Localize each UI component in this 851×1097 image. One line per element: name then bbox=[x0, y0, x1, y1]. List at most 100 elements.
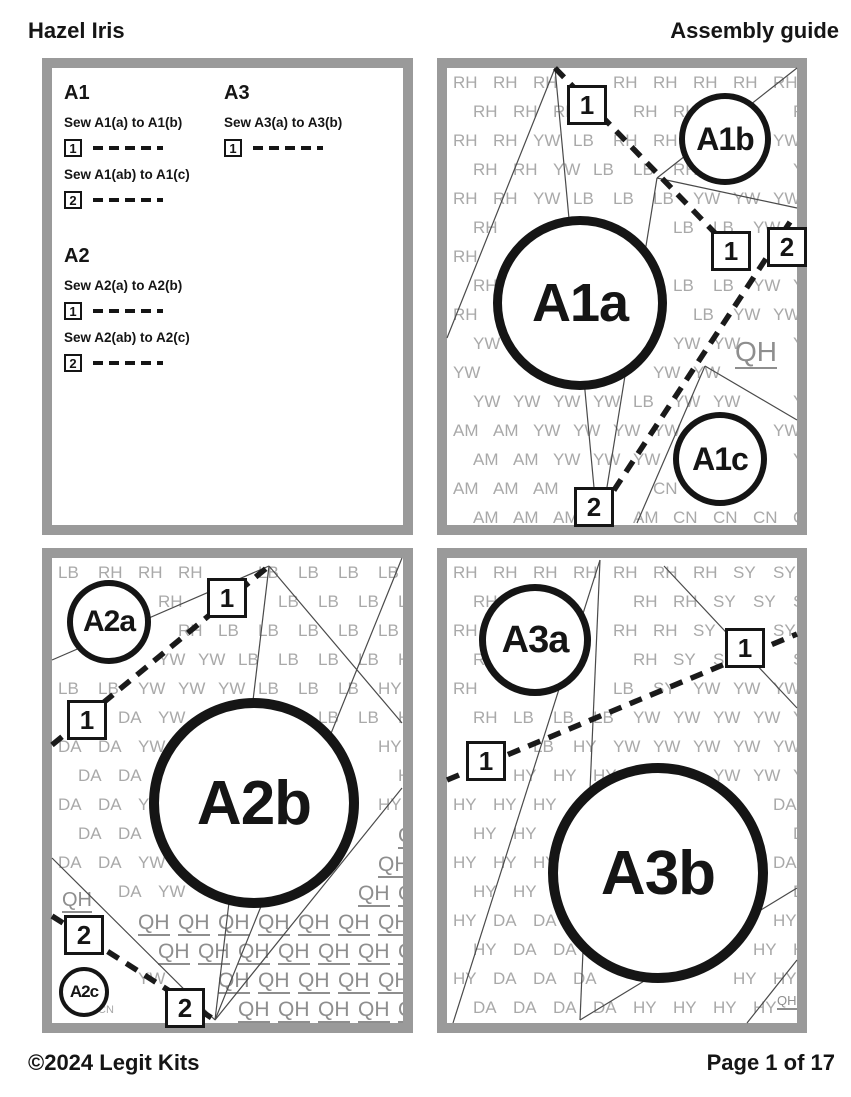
fabric-code: HY bbox=[793, 941, 797, 958]
fabric-code: QH bbox=[298, 911, 330, 936]
fabric-code: YW bbox=[773, 131, 797, 150]
fabric-code: SY bbox=[673, 650, 696, 669]
piece-label-A1b: A1b bbox=[679, 93, 771, 185]
fabric-code: LB bbox=[378, 563, 399, 582]
fabric-code: HY bbox=[493, 795, 517, 814]
fabric-code: LB bbox=[713, 276, 734, 295]
fabric-code: LB bbox=[573, 189, 594, 208]
fabric-code: HY bbox=[453, 795, 477, 814]
step-text: Sew A3(a) to A3(b) bbox=[224, 115, 343, 130]
fabric-code: HY bbox=[553, 766, 577, 785]
fabric-code: QH bbox=[178, 911, 210, 936]
fabric-code: RH bbox=[613, 73, 638, 92]
fabric-code: RH bbox=[513, 102, 538, 121]
fabric-code-qh: QH bbox=[62, 889, 92, 913]
fabric-code: RH bbox=[633, 102, 658, 121]
fabric-code: QH bbox=[358, 882, 390, 907]
fabric-code: YW bbox=[773, 679, 797, 698]
fabric-code: SY bbox=[713, 592, 736, 611]
step-seam-row: 1 bbox=[64, 139, 190, 157]
fabric-code: LB bbox=[318, 650, 339, 669]
fabric-code: AM bbox=[633, 508, 659, 525]
fabric-code: YW bbox=[473, 334, 501, 353]
fabric-code: QH bbox=[278, 940, 310, 965]
fabric-code: SY bbox=[793, 651, 797, 668]
fabric-code: SY bbox=[773, 621, 796, 640]
fabric-code: DA bbox=[593, 998, 617, 1017]
patch-boundary-line bbox=[704, 365, 798, 421]
fabric-code: QH bbox=[138, 911, 170, 936]
fabric-code: YW bbox=[633, 708, 661, 727]
fabric-code: RH bbox=[513, 160, 538, 179]
fabric-code: CN bbox=[793, 509, 797, 525]
fabric-code: AM bbox=[493, 479, 519, 498]
fabric-code: DA bbox=[553, 940, 577, 959]
fabric-code: RH bbox=[138, 563, 163, 582]
fabric-code: RH bbox=[493, 73, 518, 92]
fabric-code: YW bbox=[613, 737, 641, 756]
fabric-code: RH bbox=[98, 563, 123, 582]
fabric-code: YW bbox=[553, 450, 581, 469]
fabric-code: QH bbox=[398, 999, 403, 1023]
section-heading-A3: A3 bbox=[224, 82, 250, 104]
panel-a3-content: RHRHRHRHRHRHRHSYSYRHRHRHSYSYSYRHRHRHSYSY… bbox=[445, 558, 799, 1024]
fabric-code: QH bbox=[318, 998, 350, 1023]
fabric-code: YW bbox=[793, 161, 797, 178]
fabric-code: RH bbox=[493, 563, 518, 582]
fabric-code: AM bbox=[493, 421, 519, 440]
fabric-code: RH bbox=[453, 73, 478, 92]
fabric-code: YW bbox=[793, 709, 797, 726]
fabric-code: QH bbox=[278, 998, 310, 1023]
fabric-code: RH bbox=[773, 73, 797, 92]
step-seam-row: 1 bbox=[224, 139, 342, 157]
fabric-code: HY bbox=[573, 737, 597, 756]
fabric-code: YW bbox=[158, 882, 186, 901]
fabric-code: LB bbox=[513, 708, 534, 727]
panel-a2-content: LBRHRHRHLBLBLBLBRHLBLBLBLBRHLBLBLBLBLBYW… bbox=[50, 557, 403, 1028]
fabric-code: LB bbox=[298, 563, 319, 582]
fabric-code: LB bbox=[553, 708, 574, 727]
fabric-code: QH bbox=[238, 940, 270, 965]
patch-boundary-line bbox=[636, 365, 706, 524]
fabric-code: YW bbox=[733, 737, 761, 756]
fabric-code: AM bbox=[473, 450, 499, 469]
fabric-code: LB bbox=[693, 305, 714, 324]
fabric-code: RH bbox=[473, 276, 498, 295]
fabric-code: AM bbox=[453, 479, 479, 498]
fabric-code: HY bbox=[453, 911, 477, 930]
fabric-code: YW bbox=[138, 679, 166, 698]
fabric-code: LB bbox=[673, 218, 694, 237]
fabric-code: LB bbox=[593, 708, 614, 727]
fabric-code: DA bbox=[98, 737, 122, 756]
fabric-code: LB bbox=[258, 679, 279, 698]
seam-number-square: 1 bbox=[567, 85, 607, 125]
fabric-code: SY bbox=[753, 592, 776, 611]
step-number-box: 1 bbox=[64, 302, 82, 320]
fabric-code: LB bbox=[613, 679, 634, 698]
fabric-code: YW bbox=[773, 737, 797, 756]
fabric-code: CN bbox=[713, 508, 738, 525]
fabric-code: YW bbox=[513, 392, 541, 411]
fabric-code: QH bbox=[398, 941, 403, 965]
fabric-code: AM bbox=[553, 508, 579, 525]
fabric-code: YW bbox=[453, 363, 481, 382]
section-gap bbox=[224, 167, 342, 189]
fabric-code: LB bbox=[298, 679, 319, 698]
fabric-code: DA bbox=[58, 853, 82, 872]
seam-dash-line bbox=[93, 309, 163, 313]
step-text: Sew A1(ab) to A1(c) bbox=[64, 167, 190, 182]
fabric-code: CN bbox=[753, 508, 778, 525]
fabric-code: RH bbox=[178, 563, 203, 582]
fabric-code: LB bbox=[58, 679, 79, 698]
fabric-code: YW bbox=[713, 708, 741, 727]
fabric-code: LB bbox=[338, 563, 359, 582]
seam-number-square: 2 bbox=[165, 988, 205, 1028]
fabric-code: HY bbox=[473, 824, 497, 843]
fabric-code: QH bbox=[238, 998, 270, 1023]
fabric-code: HY bbox=[513, 882, 537, 901]
page-number: Page 1 of 17 bbox=[706, 1050, 835, 1075]
fabric-code-qh: QH bbox=[735, 336, 777, 369]
piece-label-A2b: A2b bbox=[149, 698, 359, 908]
piece-label-A2c: A2c bbox=[59, 967, 109, 1017]
